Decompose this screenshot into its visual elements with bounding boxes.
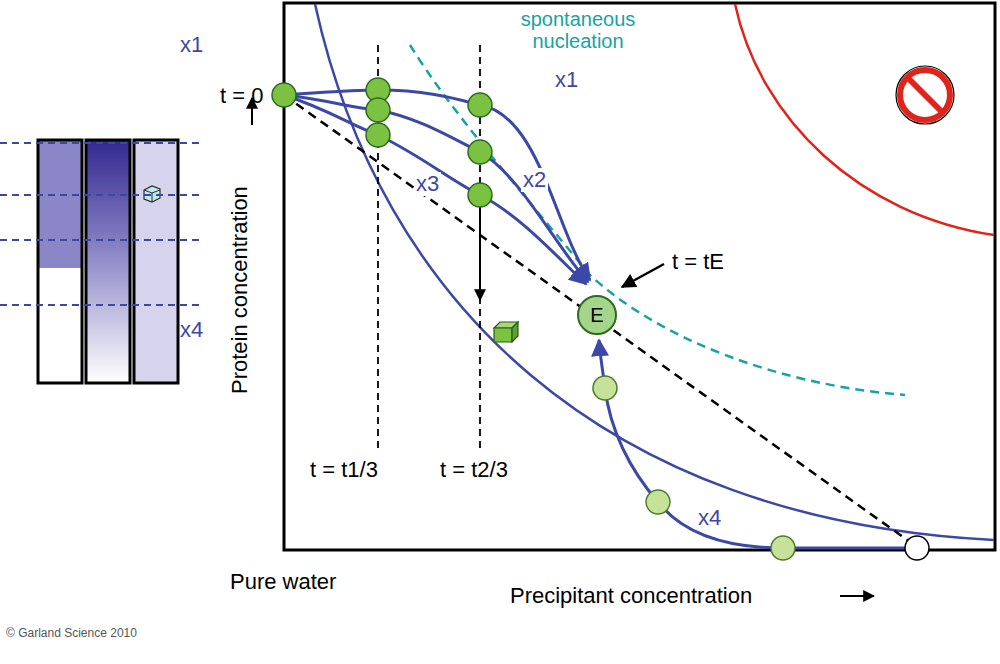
axis-end-label: Pure water <box>230 570 336 594</box>
time-label: t = 0 <box>220 84 263 108</box>
plot-frame <box>284 3 995 550</box>
curve-label: spontaneous nucleation <box>503 8 653 52</box>
position-label: x4 <box>180 318 203 342</box>
copyright: © Garland Science 2010 <box>6 627 137 640</box>
trajectory-label: x3 <box>414 172 441 196</box>
endpoint-circle: E <box>577 295 617 335</box>
tubes <box>0 140 200 383</box>
time-label: t = tE <box>672 250 724 274</box>
position-label: x1 <box>180 33 203 57</box>
axis-label: Precipitant concentration <box>510 584 752 608</box>
axis-label: Protein concentration <box>228 186 252 394</box>
trajectory-label: x4 <box>698 506 721 530</box>
trajectory-label: x2 <box>521 168 548 192</box>
time-label: t = t2/3 <box>440 458 508 482</box>
crystal <box>494 322 518 342</box>
trajectory-label: x1 <box>555 68 578 92</box>
prohibited-sign <box>896 66 954 124</box>
node-label: E <box>590 304 603 327</box>
time-label: t = t1/3 <box>310 458 378 482</box>
